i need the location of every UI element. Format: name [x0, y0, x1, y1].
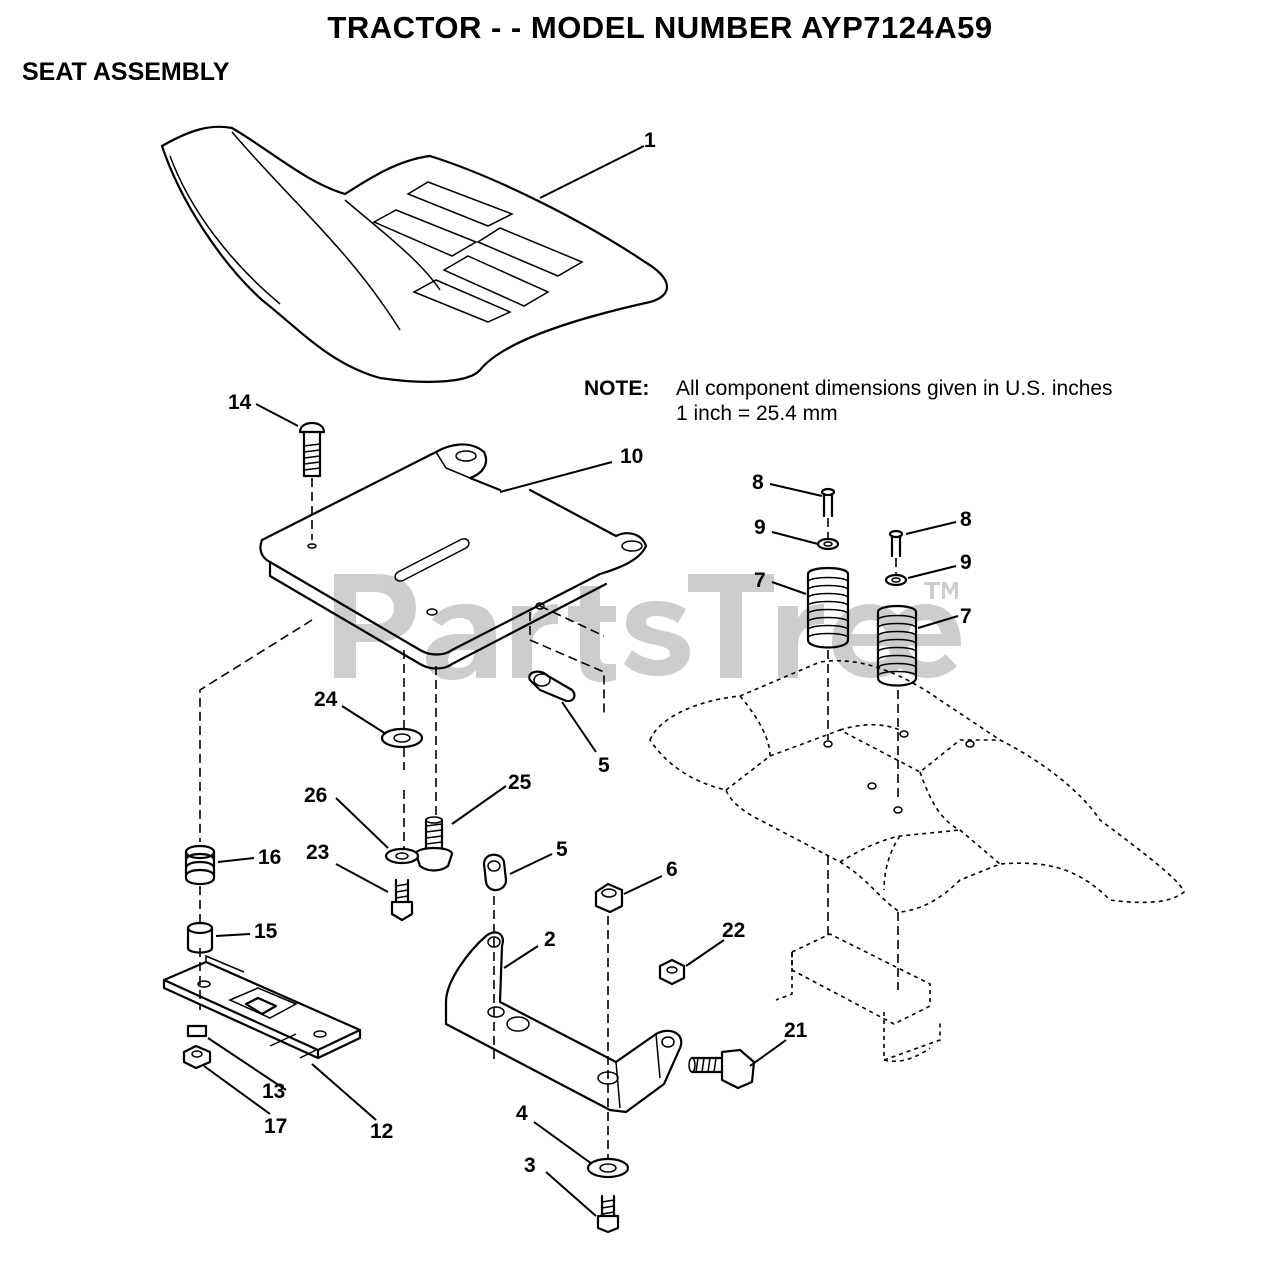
spring-part-7-left — [806, 566, 850, 740]
spring-part-7-right — [876, 604, 918, 800]
note-line-2: 1 inch = 25.4 mm — [676, 402, 838, 425]
bolt-part-8-right — [888, 529, 904, 576]
nut-part-6 — [594, 882, 624, 1160]
bolt-part-3 — [596, 1194, 620, 1234]
callout-2: 2 — [544, 928, 556, 951]
washer-part-26 — [384, 847, 420, 865]
callout-5-lower: 5 — [556, 838, 568, 861]
callout-14: 14 — [228, 391, 252, 414]
page-title: TRACTOR - - MODEL NUMBER AYP7124A59 — [327, 10, 993, 45]
note-label: NOTE: — [584, 377, 650, 400]
callout-9-right: 9 — [960, 551, 972, 574]
callout-6: 6 — [666, 858, 678, 881]
callout-8-right: 8 — [960, 508, 972, 531]
clip-part-5-upper — [528, 670, 576, 703]
spring-part-16 — [184, 844, 216, 886]
carriage-bolt-part-14 — [298, 421, 326, 540]
bolt-part-8-left — [820, 487, 836, 540]
nut-part-22 — [658, 958, 686, 986]
callout-24: 24 — [314, 688, 338, 711]
callout-13: 13 — [262, 1080, 285, 1103]
washer-part-24 — [380, 727, 424, 749]
callout-10: 10 — [620, 445, 643, 468]
callout-26: 26 — [304, 784, 327, 807]
callout-12: 12 — [370, 1120, 393, 1143]
callout-4: 4 — [516, 1102, 528, 1125]
callout-8-left: 8 — [752, 471, 764, 494]
callout-3: 3 — [524, 1154, 536, 1177]
bolt-part-25 — [414, 816, 454, 872]
callout-labels: 1 14 10 8 8 9 9 7 7 5 24 25 26 23 16 15 … — [228, 129, 972, 1177]
note-line-1: All component dimensions given in U.S. i… — [676, 377, 1113, 400]
seat-part-1 — [160, 125, 668, 383]
seat-pan-part-10 — [259, 443, 648, 670]
slide-bracket-part-12 — [162, 954, 362, 1060]
callout-16: 16 — [258, 846, 281, 869]
callout-22: 22 — [722, 919, 745, 942]
bushing-part-15 — [186, 921, 214, 954]
washer-part-9-right — [884, 573, 908, 587]
dimension-note: NOTE: All component dimensions given in U… — [584, 376, 1113, 426]
washer-part-9-left — [816, 537, 840, 551]
frame-reference — [649, 659, 1185, 1063]
leader-lines — [203, 145, 959, 1217]
callout-7-left: 7 — [754, 569, 766, 592]
callout-17: 17 — [264, 1115, 287, 1138]
bolt-part-23 — [390, 878, 414, 922]
callout-5-upper: 5 — [598, 754, 610, 777]
bolt-part-21 — [688, 1048, 756, 1090]
parts-tree-watermark — [334, 574, 961, 682]
nut-part-17 — [182, 1044, 212, 1070]
washer-part-4 — [586, 1157, 630, 1179]
callout-25: 25 — [508, 771, 532, 794]
callout-9-left: 9 — [754, 516, 766, 539]
callout-23: 23 — [306, 841, 329, 864]
bolt-part-13 — [186, 1024, 208, 1038]
callout-7-right: 7 — [960, 605, 972, 628]
callout-1: 1 — [644, 129, 656, 152]
callout-21: 21 — [784, 1019, 808, 1042]
bracket-part-2 — [444, 931, 683, 1114]
section-title: SEAT ASSEMBLY — [22, 58, 230, 86]
callout-15: 15 — [254, 920, 278, 943]
clip-part-5-lower — [482, 853, 508, 1060]
